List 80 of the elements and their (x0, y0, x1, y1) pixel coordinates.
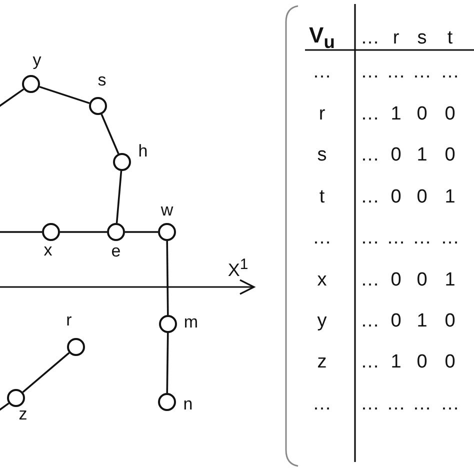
vertex-circle (67, 338, 85, 356)
table-cell: 0 (444, 352, 456, 372)
vertex-label: s (98, 72, 106, 88)
table-cell: … (312, 62, 332, 82)
table-header: t (447, 28, 453, 48)
table-cell: … (312, 394, 332, 414)
graph-edge (100, 114, 120, 154)
table-cell: x (317, 270, 327, 290)
vertex-label: m (184, 314, 198, 330)
table-cell: 0 (390, 270, 402, 290)
table-cell: … (360, 270, 380, 290)
table-cell: … (412, 62, 432, 82)
table-cell: 0 (444, 146, 456, 164)
table-cell: … (360, 394, 380, 414)
vertex-label: z (18, 406, 28, 422)
table-cell: 0 (444, 312, 456, 330)
graph-edge (116, 170, 122, 224)
graph-edge (60, 231, 107, 233)
table-cell: 0 (390, 188, 402, 206)
table-cell: … (440, 62, 460, 82)
graph-edge (0, 231, 42, 233)
table-cell: 0 (416, 352, 428, 372)
table-cell: … (386, 394, 406, 414)
table-header: V$_{u}$ (309, 24, 335, 52)
table-cell: … (360, 228, 380, 248)
table-cell: 0 (444, 104, 456, 124)
table-cell: 1 (444, 188, 456, 206)
vertex-circle (158, 223, 176, 241)
table-cell: 0 (390, 312, 402, 330)
vertex-circle (113, 153, 131, 171)
table-header: r (392, 28, 400, 48)
table-cell: 1 (416, 312, 428, 330)
vertex-circle (42, 223, 60, 241)
vertex-label: x (44, 242, 52, 258)
table-cell: … (386, 228, 406, 248)
graph-edge (125, 231, 158, 233)
vertex-circle (107, 223, 125, 241)
table-cell: 0 (416, 270, 428, 290)
vertex-circle (89, 97, 107, 115)
graph-edge (166, 332, 169, 394)
vertex-circle (7, 389, 25, 407)
vertex-circle (22, 75, 40, 93)
table-cell: … (412, 228, 432, 248)
table-cell: 1 (416, 146, 428, 164)
table-cell: y (317, 312, 327, 330)
table-cell: 0 (416, 188, 428, 206)
graph-edge (166, 241, 169, 315)
vertex-label: w (160, 202, 174, 218)
vertex-circle (159, 315, 177, 333)
vertex-label: e (111, 242, 121, 260)
table-header: … (360, 28, 380, 48)
vertex-label: y (32, 52, 42, 68)
table-cell: 0 (416, 104, 428, 124)
table-cell: … (360, 62, 380, 82)
table-cell: … (412, 394, 432, 414)
table-header: s (417, 28, 427, 48)
table-cell: … (360, 104, 380, 124)
vertex-label: h (138, 142, 148, 160)
vertex-label: r (66, 312, 72, 328)
vertex-circle (158, 393, 176, 411)
table-cell: … (312, 228, 332, 248)
table-cell: … (360, 352, 380, 372)
table-cell: r (318, 104, 326, 124)
table-cell: 1 (390, 352, 402, 372)
table-cell: z (317, 352, 327, 372)
table-cell: … (360, 312, 380, 330)
vertex-label: n (183, 396, 193, 412)
table-cell: 1 (444, 270, 456, 290)
table-cell: 0 (390, 146, 402, 164)
graph-edge (22, 352, 70, 393)
table-cell: … (440, 394, 460, 414)
table-cell: … (360, 188, 380, 206)
table-cell: s (317, 146, 327, 164)
table-cell: … (386, 62, 406, 82)
axis-label: X$^{1}$ (228, 257, 248, 279)
table-cell: t (319, 188, 325, 206)
table-cell: … (440, 228, 460, 248)
graph-edge (39, 86, 90, 104)
table-cell: … (360, 146, 380, 164)
table-cell: 1 (390, 104, 402, 124)
